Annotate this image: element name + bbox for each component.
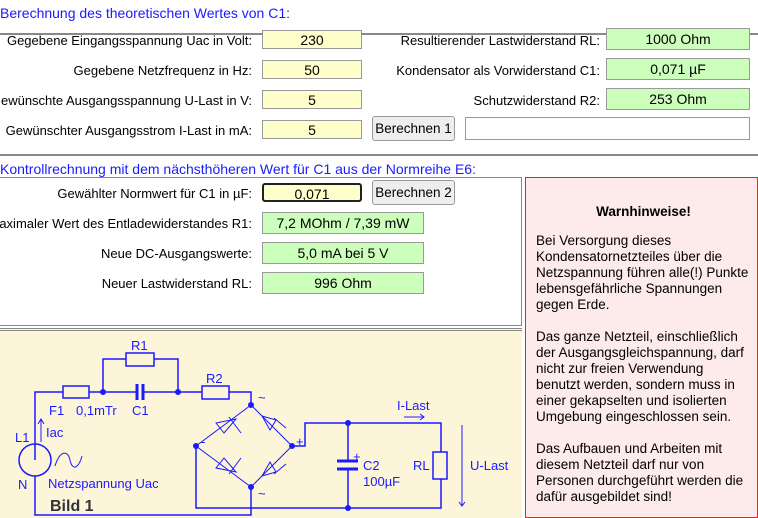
label-rl: RL — [413, 458, 430, 473]
r2-output: 253 Ohm — [606, 88, 750, 110]
new-rl-output: 996 Ohm — [262, 272, 424, 294]
dc-output: 5,0 mA bei 5 V — [262, 242, 424, 264]
sine-wave-icon — [54, 452, 83, 468]
section1-title: Berechnung des theoretischen Wertes von … — [0, 5, 291, 21]
figure-label: Bild 1 — [50, 498, 94, 515]
uac-input[interactable]: 230 — [262, 30, 362, 49]
voltage-arrow-icon — [458, 425, 466, 507]
berechnen-1-button[interactable]: Berechnen 1 — [372, 116, 455, 141]
ulast-label: Gewünschte Ausgangsspannung U-Last in V: — [0, 93, 252, 108]
new-rl-label: Neuer Lastwiderstand RL: — [101, 276, 252, 291]
label-tilde: ~ — [258, 486, 266, 501]
frequency-input[interactable]: 50 — [262, 60, 362, 79]
message-field — [465, 117, 750, 140]
current-arrow-icon — [404, 413, 425, 421]
divider — [0, 154, 758, 156]
normwert-label: Gewählter Normwert für C1 in µF: — [57, 186, 252, 201]
resistor-rl — [432, 451, 448, 480]
capacitor-c2 — [337, 459, 358, 471]
section2-title: Kontrollrechnung mit dem nächsthöheren W… — [0, 161, 476, 177]
normwert-input[interactable]: 0,071 — [262, 183, 362, 202]
r1-label: Maximaler Wert des Entladewiderstandes R… — [0, 216, 252, 231]
label-ulast: U-Last — [470, 458, 509, 473]
label-tilde: ~ — [258, 390, 266, 405]
berechnen-2-button[interactable]: Berechnen 2 — [372, 180, 455, 205]
label-r1: R1 — [131, 338, 148, 353]
r1-output: 7,2 MOhm / 7,39 mW — [262, 212, 424, 234]
bridge-rectifier — [195, 404, 293, 488]
label-c1: C1 — [132, 403, 149, 418]
divider — [0, 33, 758, 35]
ilast-label: Gewünschter Ausgangsstrom I-Last in mA: — [5, 123, 252, 138]
label-plus: + — [296, 434, 304, 449]
warning-box: Warnhinweise! Bei Versorgung dieses Kond… — [525, 177, 758, 518]
ilast-input[interactable]: 5 — [262, 120, 362, 139]
label-plus: + — [353, 449, 361, 464]
label-source: Netzspannung Uac — [48, 476, 159, 491]
warning-title: Warnhinweise! — [596, 204, 691, 219]
junction-dots — [100, 389, 351, 511]
label-f1: F1 — [49, 403, 64, 418]
resistor-r2 — [201, 385, 230, 400]
warning-text: Bei Versorgung dieses Kondensatornetztei… — [536, 233, 749, 312]
label-c2: C2 — [363, 458, 380, 473]
label-l1: L1 — [15, 430, 29, 445]
frequency-label: Gegebene Netzfrequenz in Hz: — [73, 63, 253, 78]
resistor-r1 — [125, 352, 155, 367]
wires — [34, 358, 442, 516]
label-c2-value: 100µF — [363, 474, 400, 489]
circuit-diagram: R1 R2 F1 0,1mTr C1 ~ ~ - + + L1 Iac N Ne… — [15, 338, 509, 516]
iac-arrow-icon — [37, 418, 45, 442]
warning-text: Das ganze Netzteil, einschließlich der A… — [536, 329, 744, 424]
label-iac: Iac — [46, 425, 64, 440]
fuse-f1 — [62, 385, 90, 399]
label-fuse: 0,1mTr — [76, 403, 117, 418]
rl-output: 1000 Ohm — [606, 28, 750, 50]
c1-label: Kondensator als Vorwiderstand C1: — [396, 63, 600, 78]
ulast-input[interactable]: 5 — [262, 90, 362, 109]
label-r2: R2 — [206, 371, 223, 386]
rl-label: Resultierender Lastwiderstand RL: — [400, 33, 600, 48]
label-minus: - — [201, 434, 205, 449]
label-n: N — [18, 477, 27, 492]
c1-output: 0,071 µF — [606, 58, 750, 80]
uac-label: Gegebene Eingangsspannung Uac in Volt: — [6, 33, 252, 48]
dc-label: Neue DC-Ausgangswerte: — [100, 246, 252, 261]
ac-source-icon — [18, 443, 52, 477]
capacitor-c1 — [135, 384, 145, 400]
warning-text: Das Aufbauen und Arbeiten mit diesem Net… — [536, 441, 744, 504]
label-ilast: I-Last — [397, 398, 430, 413]
r2-label: Schutzwiderstand R2: — [473, 93, 600, 108]
control-panel — [0, 177, 522, 326]
